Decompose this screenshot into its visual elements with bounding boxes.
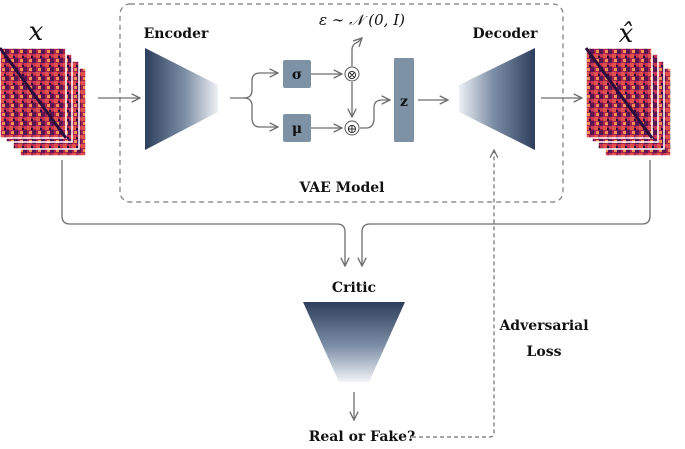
add-op: ⊕ <box>344 120 360 137</box>
sigma-label: σ <box>292 67 302 83</box>
encoder-label: Encoder <box>144 26 209 42</box>
arrow-input-to-critic <box>61 160 345 266</box>
vae-model-label: VAE Model <box>298 180 384 196</box>
arrow-epsilon-branch <box>351 38 362 66</box>
z-box <box>394 58 414 142</box>
decoder-label: Decoder <box>473 26 539 42</box>
input-x-label: x <box>29 17 44 47</box>
decoder-shape <box>459 48 535 150</box>
input-heatmap-stack <box>0 47 87 157</box>
loss-label: Loss <box>527 344 562 360</box>
mu-box <box>283 114 311 142</box>
output-xhat-label: x̂ <box>619 19 634 49</box>
output-heatmap-stack <box>584 47 672 157</box>
arrow-add-to-z <box>360 100 390 129</box>
sigma-box <box>283 60 311 88</box>
mu-label: μ <box>292 121 302 137</box>
noise-label: ε ∼ 𝒩 (0, I) <box>319 11 405 29</box>
critic-label: Critic <box>332 280 376 296</box>
svg-text:⊗: ⊗ <box>347 68 358 83</box>
encoder-branch-arrows <box>230 73 278 127</box>
multiply-op: ⊗ <box>344 66 360 83</box>
adversarial-label: Adversarial <box>498 318 588 334</box>
z-label: z <box>400 94 408 110</box>
adversarial-loss-arrow <box>412 150 494 438</box>
arrow-output-to-critic <box>362 160 651 266</box>
encoder-shape <box>145 48 218 150</box>
svg-text:⊕: ⊕ <box>347 122 358 137</box>
critic-shape <box>303 302 405 382</box>
vae-model-boundary <box>119 3 564 203</box>
real-or-fake-label: Real or Fake? <box>309 429 415 444</box>
